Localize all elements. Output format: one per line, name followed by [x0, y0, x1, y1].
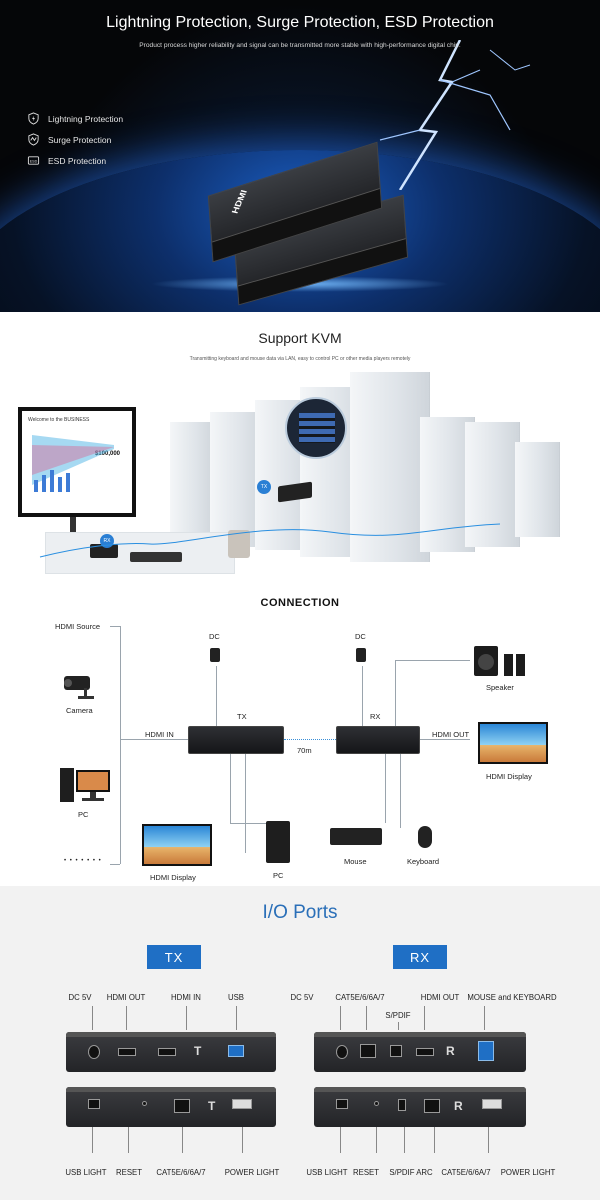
camera-label: Camera — [66, 706, 93, 715]
rx-front-panel: R — [314, 1032, 526, 1072]
screen-chart-graphic — [32, 435, 114, 492]
rx-port-label: S/PDIF ARC — [389, 1168, 433, 1177]
mouse-label: Mouse — [344, 857, 367, 866]
kvm-subtitle: Transmitting keyboard and mouse data via… — [189, 356, 411, 362]
cat-cable-line — [284, 739, 336, 740]
rx-port-label: MOUSE and KEYBOARD — [467, 993, 557, 1002]
keyboard-graphic — [130, 552, 182, 562]
tx-port-label: RESET — [116, 1168, 142, 1177]
rx-port-label: CAT5E/6/6A/7 — [335, 993, 385, 1002]
rx-port-label: CAT5E/6/6A/7 — [441, 1168, 491, 1177]
speaker-label: Speaker — [486, 683, 514, 692]
protection-title: Lightning Protection, Surge Protection, … — [106, 14, 494, 31]
lightning-bolt-graphic — [379, 40, 531, 190]
tx-tag: TX — [257, 480, 271, 494]
hdmi-display-right — [478, 722, 548, 764]
tx-port-label: HDMI OUT — [106, 993, 146, 1002]
panel-letter: R — [454, 1099, 463, 1113]
rx-port-label: RESET — [353, 1168, 379, 1177]
power-adapter-icon — [356, 648, 366, 662]
rx-device — [336, 726, 420, 754]
protection-banner: Lightning Protection, Surge Protection, … — [0, 0, 600, 312]
tx-port-label: USB — [227, 993, 245, 1002]
chair-graphic — [228, 530, 250, 558]
pc-bottom-label: PC — [273, 871, 284, 880]
feature-label: ESD Protection — [48, 155, 107, 166]
more-sources-dots: • • • • • • • — [64, 858, 102, 864]
dc-right-label: DC — [355, 632, 366, 641]
rx-unit — [90, 544, 118, 558]
io-title: I/O Ports — [262, 902, 338, 923]
hdmi-source-label: HDMI Source — [55, 622, 101, 631]
rx-port-label: DC 5V — [290, 993, 314, 1002]
server-rack — [515, 442, 560, 537]
tx-port-label: DC 5V — [68, 993, 92, 1002]
rx-port-label: HDMI OUT — [420, 993, 460, 1002]
screen-title: Welcome to the BUSINESS — [28, 417, 90, 423]
speaker-icon — [474, 646, 525, 676]
network-cable-graphic — [39, 523, 501, 558]
camera-icon — [64, 676, 94, 699]
feature-esd: ESD ESD Protection — [27, 154, 106, 167]
panel-letter: R — [446, 1044, 455, 1058]
tv-stand — [70, 517, 76, 537]
tx-port-label: CAT5E/6/6A/7 — [156, 1168, 206, 1177]
feature-surge: Surge Protection — [27, 133, 111, 146]
panel-letter: T — [208, 1099, 216, 1113]
io-ports-section: I/O Ports TX RX DC 5V HDMI OUT HDMI IN U… — [0, 886, 600, 1200]
feature-lightning: Lightning Protection — [27, 112, 123, 125]
feature-label: Lightning Protection — [48, 113, 124, 124]
feature-label: Surge Protection — [48, 134, 112, 145]
mouse-icon — [418, 826, 432, 848]
surge-shield-icon — [28, 133, 39, 146]
hdmi-display-bottom — [142, 824, 212, 866]
rack-zoom-circle — [285, 397, 347, 459]
distance-label: 70m — [297, 746, 312, 755]
tx-rear-panel: T — [66, 1087, 276, 1127]
tx-front-panel: T — [66, 1032, 276, 1072]
display-bottom-label: HDMI Display — [150, 873, 196, 882]
rx-rear-panel: R — [314, 1087, 526, 1127]
tx-port-label: USB LIGHT — [65, 1168, 107, 1177]
svg-text:ESD: ESD — [30, 159, 38, 163]
screen-value: $100,000 — [94, 451, 120, 457]
dc-left-label: DC — [209, 632, 220, 641]
business-display: Welcome to the BUSINESS $100,000 — [18, 407, 136, 517]
tx-device — [188, 726, 284, 754]
pc-tower-icon — [266, 821, 290, 863]
hdmi-out-label: HDMI OUT — [432, 730, 470, 739]
pc-icon — [60, 768, 110, 802]
pc-label: PC — [78, 810, 89, 819]
kvm-title: Support KVM — [258, 330, 342, 346]
tx-label: TX — [237, 712, 247, 721]
rx-port-label: USB LIGHT — [306, 1168, 348, 1177]
rx-label: RX — [370, 712, 381, 721]
connection-title: CONNECTION — [260, 597, 340, 609]
esd-icon: ESD — [27, 156, 40, 165]
rx-port-label: POWER LIGHT — [500, 1168, 556, 1177]
connection-diagram: CONNECTION HDMI Source Camera PC • • • •… — [0, 588, 600, 886]
rx-port-label: S/PDIF — [385, 1011, 411, 1020]
panel-letter: T — [194, 1044, 202, 1058]
server-rack — [170, 422, 215, 542]
hdmi-in-label: HDMI IN — [145, 730, 174, 739]
keyboard-icon — [330, 828, 382, 845]
server-rack — [350, 372, 430, 562]
rx-title-badge: RX — [393, 945, 447, 969]
device-brand-label: HDMI — [229, 189, 249, 215]
tx-port-label: POWER LIGHT — [224, 1168, 280, 1177]
keyboard-label: Keyboard — [407, 857, 440, 866]
tx-title-badge: TX — [147, 945, 201, 969]
power-adapter-icon — [210, 648, 220, 662]
lightning-shield-icon — [28, 112, 39, 125]
protection-subtitle: Product process higher reliability and s… — [139, 42, 461, 49]
tx-port-label: HDMI IN — [171, 993, 201, 1002]
kvm-section: Support KVM Transmitting keyboard and mo… — [0, 312, 600, 588]
display-right-label: HDMI Display — [486, 772, 532, 781]
